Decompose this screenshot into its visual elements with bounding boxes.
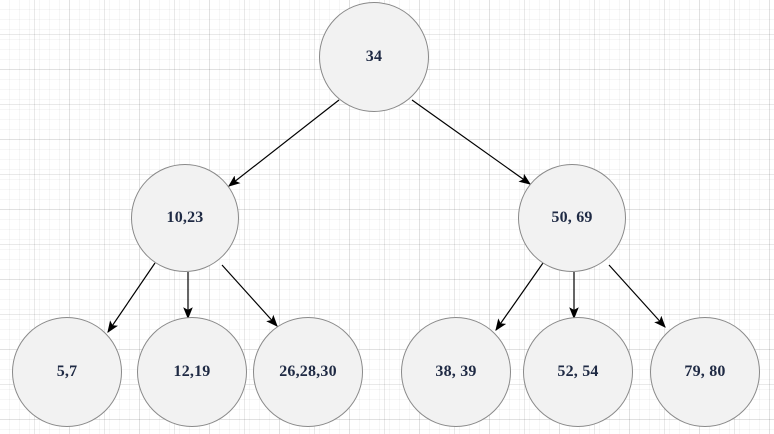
tree-node-leaf4[interactable]: 38, 39 (401, 317, 511, 427)
tree-node-l2[interactable]: 50, 69 (518, 164, 626, 272)
tree-node-label: 26,28,30 (279, 363, 337, 380)
tree-node-label: 5,7 (56, 363, 78, 380)
tree-node-label: 79, 80 (684, 363, 726, 380)
tree-node-label: 12,19 (173, 363, 211, 380)
edge-arrow-l1-to-leaf3 (221, 264, 278, 327)
tree-node-l1[interactable]: 10,23 (131, 164, 239, 272)
tree-node-leaf2[interactable]: 12,19 (137, 317, 247, 427)
tree-node-leaf1[interactable]: 5,7 (12, 317, 122, 427)
edge-arrow-l2-to-leaf6 (608, 264, 666, 328)
tree-node-label: 50, 69 (551, 209, 593, 226)
edge-arrow-root-to-l2 (411, 99, 531, 185)
tree-node-leaf6[interactable]: 79, 80 (650, 317, 760, 427)
tree-node-label: 38, 39 (435, 363, 477, 380)
edge-arrow-l1-to-leaf1 (107, 262, 156, 333)
tree-node-label: 52, 54 (557, 363, 599, 380)
edge-arrow-root-to-l1 (228, 99, 340, 187)
tree-node-leaf5[interactable]: 52, 54 (523, 317, 633, 427)
tree-node-label: 10,23 (166, 209, 204, 226)
tree-node-leaf3[interactable]: 26,28,30 (253, 317, 363, 427)
tree-node-root[interactable]: 34 (319, 2, 429, 112)
edge-arrow-l2-to-leaf4 (495, 262, 544, 331)
tree-node-label: 34 (365, 48, 383, 65)
